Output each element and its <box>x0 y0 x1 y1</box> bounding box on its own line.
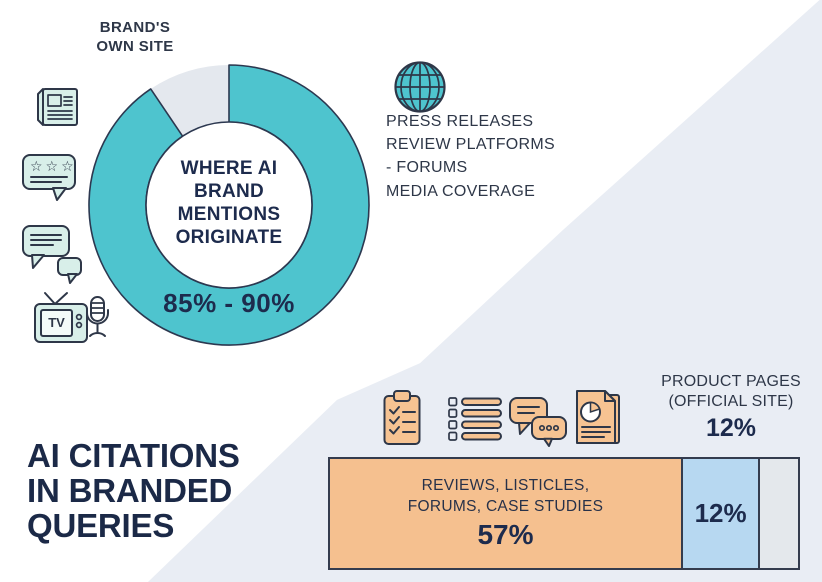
clipboard-checklist-icon <box>383 390 421 445</box>
review-stars-icon: ☆☆☆ <box>22 154 77 201</box>
newspaper-icon <box>37 88 78 126</box>
donut-range-value: 85% - 90% <box>163 288 295 318</box>
bar-segment-blue-value: 12% <box>694 498 747 528</box>
source-press-releases: PRESS RELEASES <box>386 113 534 130</box>
donut-center-title: WHERE AI BRAND MENTIONS ORIGINATE <box>175 157 283 249</box>
chat-dots-icon <box>509 397 567 447</box>
svg-text:TV: TV <box>48 315 65 330</box>
product-pages-callout: PRODUCT PAGES (OFFICIAL SITE) 12% <box>645 372 817 443</box>
bar-segment-product-pages <box>758 459 798 568</box>
bar-segment-reviews-value: 57% <box>477 518 534 550</box>
report-pie-icon <box>576 390 620 444</box>
microphone-icon <box>86 296 109 337</box>
citations-bar-chart: REVIEWS, LISTICLES, FORUMS, CASE STUDIES… <box>328 457 800 570</box>
source-review-platforms: REVIEW PLATFORMS <box>386 136 555 154</box>
chat-bubbles-icon <box>22 225 82 284</box>
source-media-coverage: MEDIA COVERAGE <box>386 182 536 200</box>
section-title: AI CITATIONS IN BRANDED QUERIES <box>27 437 240 544</box>
donut-chart <box>88 64 370 346</box>
bar-segment-reviews-label: REVIEWS, LISTICLES, FORUMS, CASE STUDIES <box>407 477 604 515</box>
bar-segment-reviews: REVIEWS, LISTICLES, FORUMS, CASE STUDIES… <box>330 459 681 568</box>
product-pages-label: PRODUCT PAGES (OFFICIAL SITE) <box>661 373 801 410</box>
source-forums: - FORUMS <box>386 159 468 177</box>
mention-sources-list: PRESS RELEASES REVIEW PLATFORMS - FORUMS… <box>386 110 555 203</box>
donut-segment-own-site <box>150 65 229 137</box>
brands-own-site-label: BRAND'S OWN SITE <box>96 19 174 55</box>
svg-text:☆☆☆: ☆☆☆ <box>30 159 77 175</box>
donut-inner-circle <box>145 121 313 289</box>
product-pages-value: 12% <box>705 414 757 443</box>
bullet-list-icon <box>448 397 502 441</box>
tv-icon: TV <box>34 292 109 343</box>
globe-icon <box>394 61 446 113</box>
bar-segment-blue: 12% <box>681 459 759 568</box>
